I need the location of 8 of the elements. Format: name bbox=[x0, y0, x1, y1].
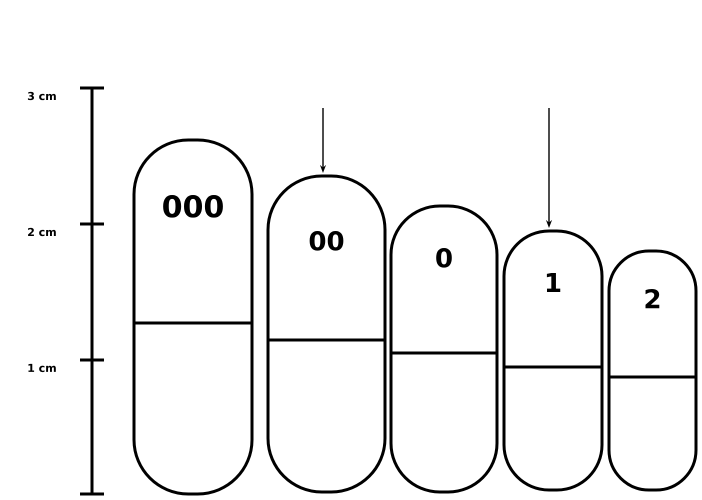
capsule: 0 bbox=[390, 204, 498, 494]
tick-label: 2 cm bbox=[28, 228, 56, 236]
tick-label: 1 cm bbox=[28, 364, 56, 372]
capsule: 00 bbox=[266, 174, 386, 494]
tick-label: 3 cm bbox=[28, 92, 56, 100]
capsule: 1 bbox=[502, 230, 604, 492]
capsule: 2 bbox=[608, 250, 698, 492]
capsule: 000 bbox=[132, 138, 254, 496]
